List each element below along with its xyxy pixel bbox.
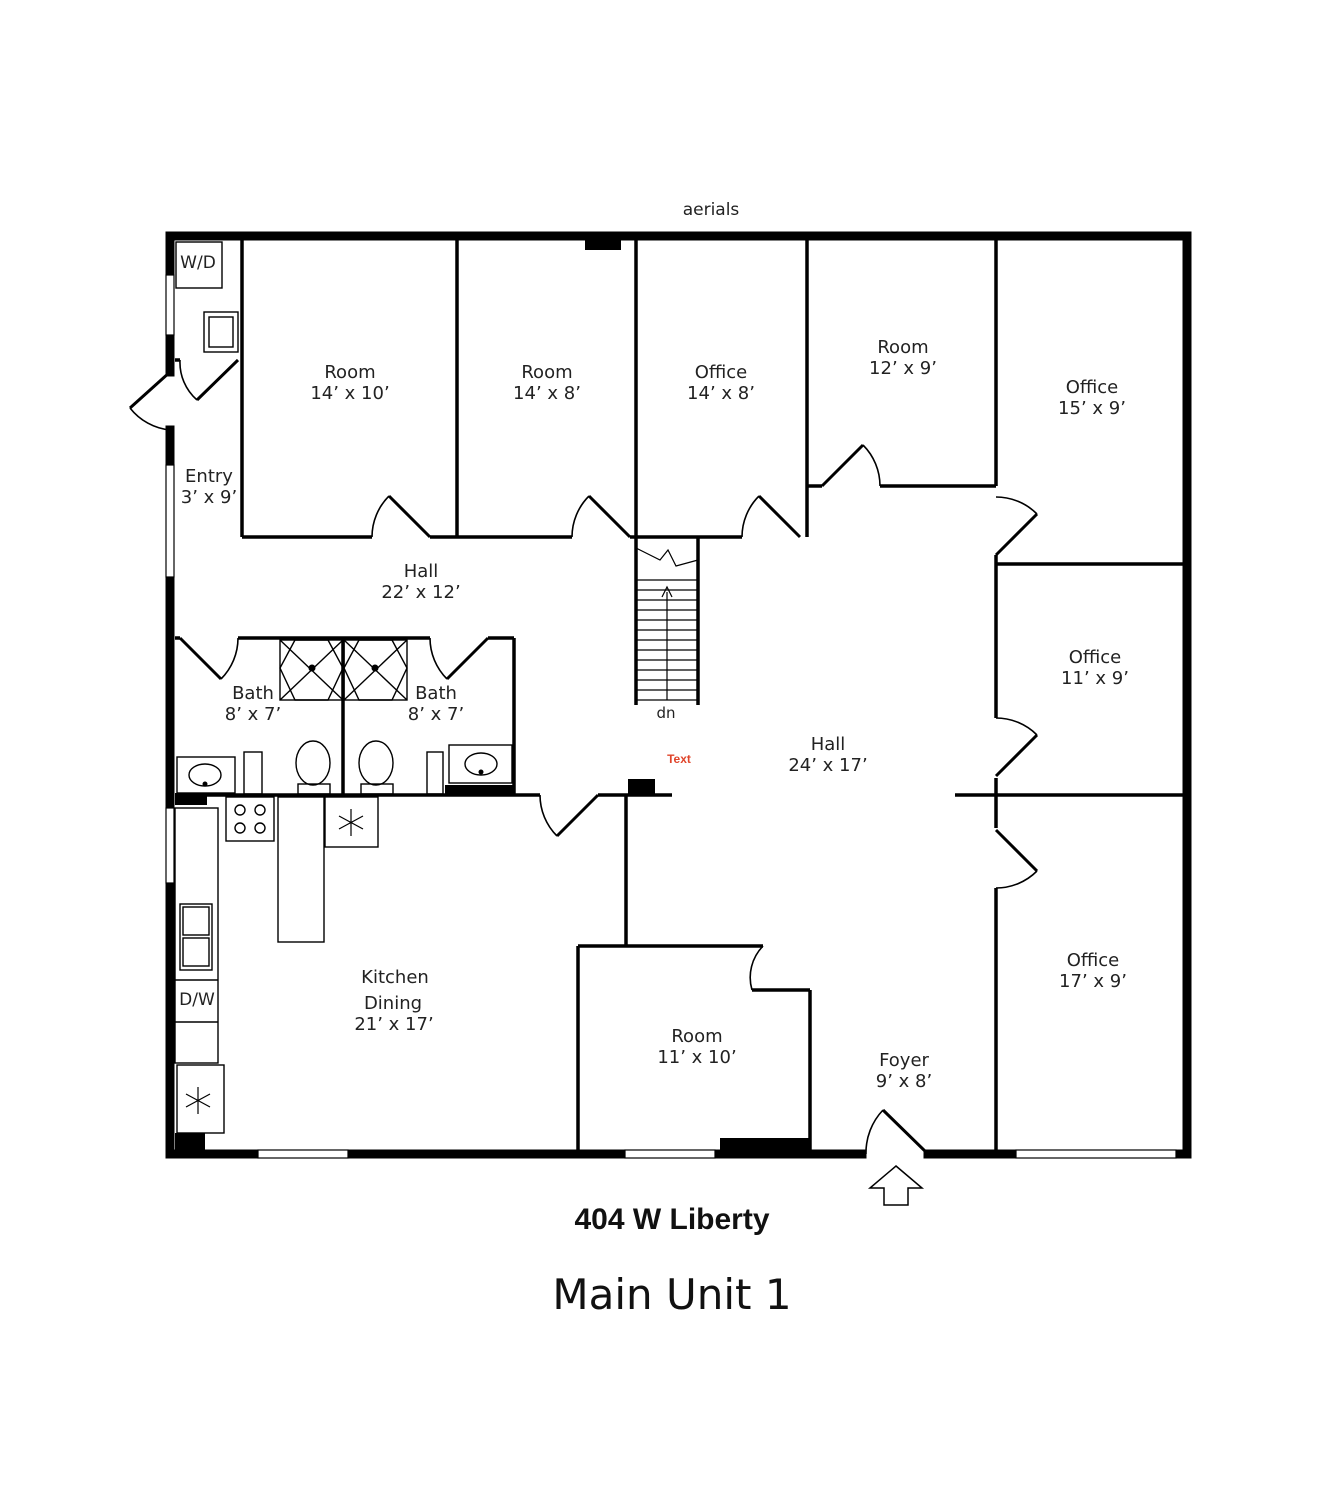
aerials-label: aerials bbox=[683, 200, 740, 220]
doors bbox=[128, 358, 1039, 1156]
bath-fixture-dots bbox=[202, 664, 484, 787]
laundry-fixtures bbox=[175, 241, 239, 353]
dishwasher-label: D/W bbox=[179, 990, 215, 1010]
washer-dryer-label: W/D bbox=[180, 253, 216, 273]
exterior-walls bbox=[165, 231, 1192, 1159]
annotation-text: Text bbox=[667, 752, 691, 766]
entrance-arrow-icon bbox=[867, 1165, 925, 1206]
property-address: 404 W Liberty bbox=[574, 1203, 770, 1236]
kitchen-fixtures bbox=[174, 796, 379, 1134]
windows bbox=[165, 274, 1177, 1159]
interior-walls bbox=[175, 240, 1183, 1150]
stairs bbox=[635, 547, 699, 701]
stair-direction-label: dn bbox=[656, 704, 675, 722]
unit-title: Main Unit 1 bbox=[552, 1270, 792, 1319]
